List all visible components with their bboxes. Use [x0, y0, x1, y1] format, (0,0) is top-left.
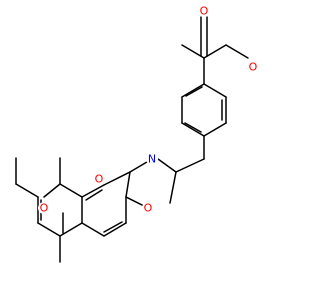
coumarin-benzo-bond [103, 222, 127, 237]
ester-o-methyl-bond [225, 44, 249, 59]
coumarin-benzo-bond [81, 222, 105, 237]
benzoate-ring-bond [203, 122, 227, 137]
carbonyl-oxygen-label: O [200, 5, 209, 18]
molecule-canvas: O O N O O O [15, 4, 259, 263]
ester-oxygen-atom: O [247, 61, 259, 74]
ester-carbonyl-bond [181, 44, 205, 59]
oxazine-bond [175, 158, 205, 173]
benzoate-ring-bond [181, 83, 205, 98]
lactone-ring-oxygen-label: O [95, 173, 104, 186]
benzyl-ch2-bond [15, 183, 39, 198]
bond-layer [15, 16, 249, 263]
oxazine-bond [169, 171, 177, 204]
benzoate-ring-bond [181, 122, 205, 137]
lactone-ring-oxygen-atom: O [93, 173, 105, 186]
oxazine-oxygen-label: O [144, 202, 153, 215]
oxazine-bond [157, 158, 177, 173]
ester-oxygen-label: O [249, 61, 258, 74]
molecule-structure-diagram: O O N O O O [15, 5, 259, 263]
lactone-bond [59, 222, 83, 237]
atom-label-layer: O O N O O O [38, 5, 259, 215]
coumarin-benzo-inner-bond [85, 189, 103, 201]
lactone-bond [43, 183, 61, 198]
lactone-bond [37, 222, 61, 237]
lactone-bond [59, 183, 83, 198]
oxazine-nitrogen-label: N [148, 153, 156, 166]
carbonyl-oxygen-atom: O [198, 5, 210, 18]
coumarin-benzo-bond [103, 171, 131, 186]
lactone-carbonyl-oxygen-label: O [40, 202, 49, 215]
benzoate-ring-bond [203, 83, 227, 98]
benzoate-ring-inner-bond [184, 122, 202, 133]
coumarin-benzo-inner-bond [103, 221, 123, 233]
coumarin-benzo-bond [81, 184, 105, 198]
oxazine-bond [125, 171, 131, 198]
oxazine-oxygen-atom: O [142, 202, 154, 215]
oxazine-nitrogen-atom: N [146, 153, 158, 166]
lactone-carbonyl-oxygen-atom: O [38, 202, 50, 215]
benzoate-ring-inner-bond [185, 86, 203, 97]
